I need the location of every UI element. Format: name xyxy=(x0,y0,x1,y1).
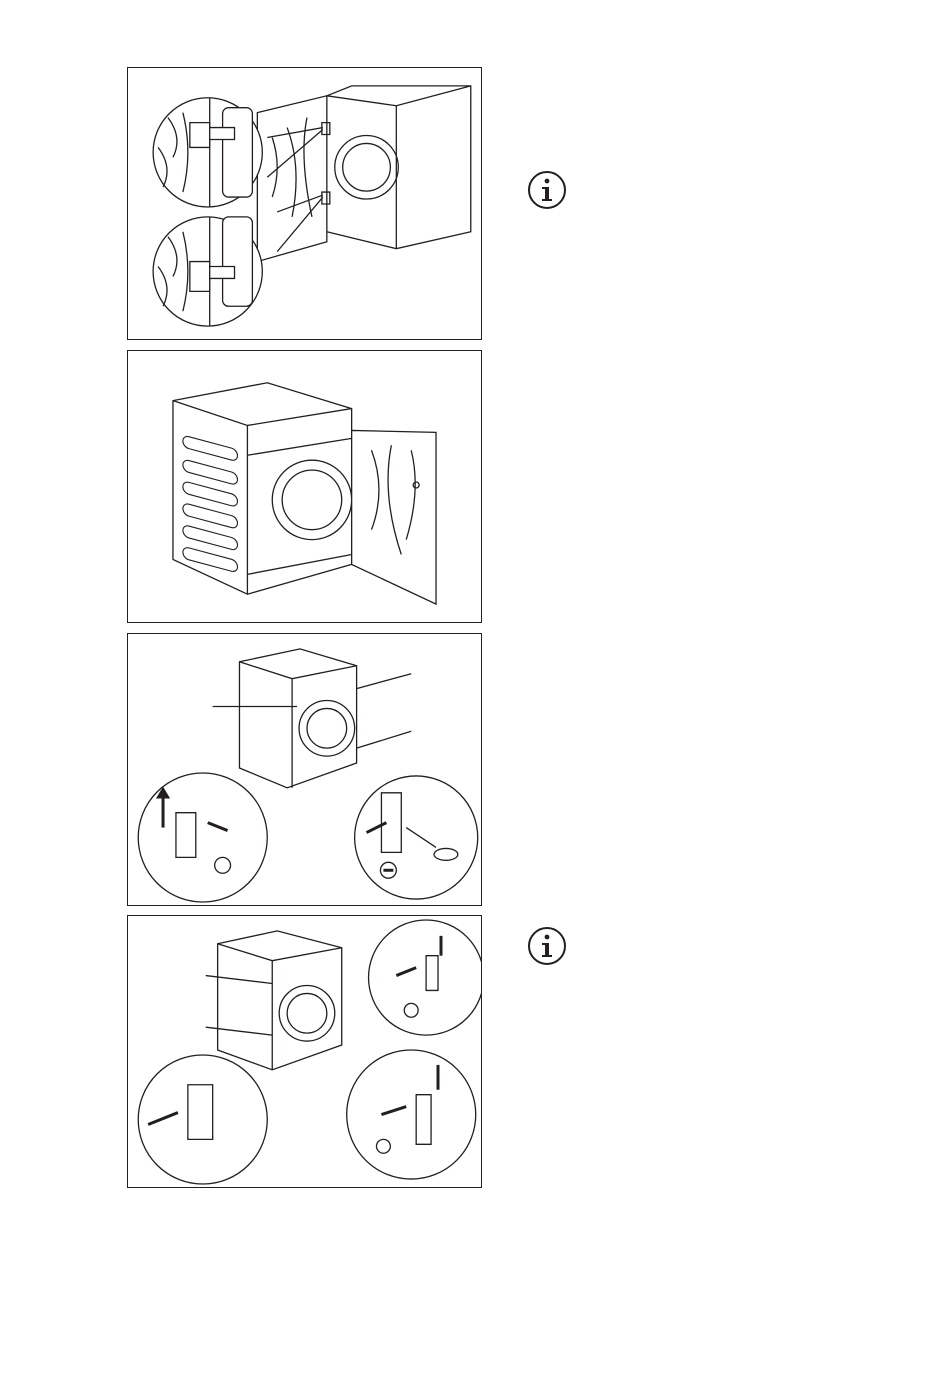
figure-remove-brackets xyxy=(127,633,482,906)
info-icon xyxy=(527,170,567,210)
figure-door-mounted xyxy=(127,350,482,623)
info-icon xyxy=(527,926,567,966)
figure-install-brackets xyxy=(127,915,482,1188)
figure-hinge-detail xyxy=(127,67,482,340)
